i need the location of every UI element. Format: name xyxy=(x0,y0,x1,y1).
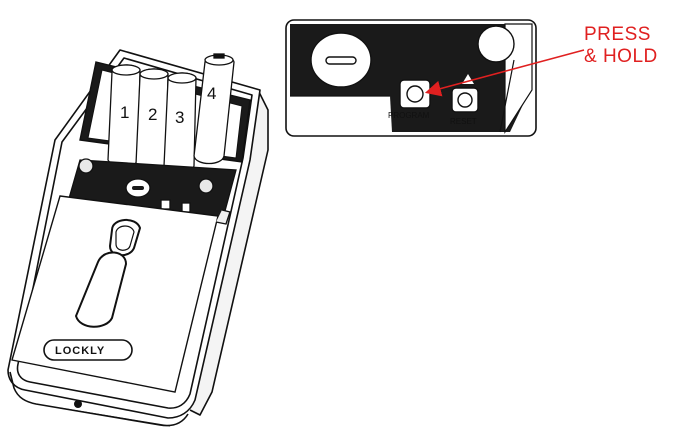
bottom-keyhole-icon xyxy=(74,400,82,408)
reset-label: RESET xyxy=(450,117,477,126)
battery-label-3: 3 xyxy=(175,108,184,127)
press-hold-callout: PRESS & HOLD xyxy=(424,24,658,97)
brand-logo: LOCKLY xyxy=(55,345,105,357)
battery-label-2: 2 xyxy=(148,105,157,124)
battery-label-4: 4 xyxy=(207,84,216,103)
battery-4: 4 xyxy=(193,53,235,165)
front-cover-panel: LOCKLY xyxy=(11,195,231,393)
callout-arrow xyxy=(424,49,585,97)
keypad-handle-icon xyxy=(74,251,128,328)
program-button-small[interactable] xyxy=(160,199,171,210)
battery-3: 3 xyxy=(163,72,197,173)
program-label: PROGRAM xyxy=(388,111,430,120)
battery-1: 1 xyxy=(107,64,141,167)
inset-panel: PROGRAM RESET xyxy=(285,19,537,137)
inset-screw-icon xyxy=(477,25,515,63)
callout-line-1: PRESS xyxy=(584,24,651,45)
reset-button-small[interactable] xyxy=(181,202,191,213)
battery-2: 2 xyxy=(135,68,169,171)
callout-line-2: & HOLD xyxy=(584,46,658,67)
strip-left-screw-icon xyxy=(78,158,94,174)
battery-label-1: 1 xyxy=(120,103,129,122)
strip-right-screw-icon xyxy=(198,178,214,194)
